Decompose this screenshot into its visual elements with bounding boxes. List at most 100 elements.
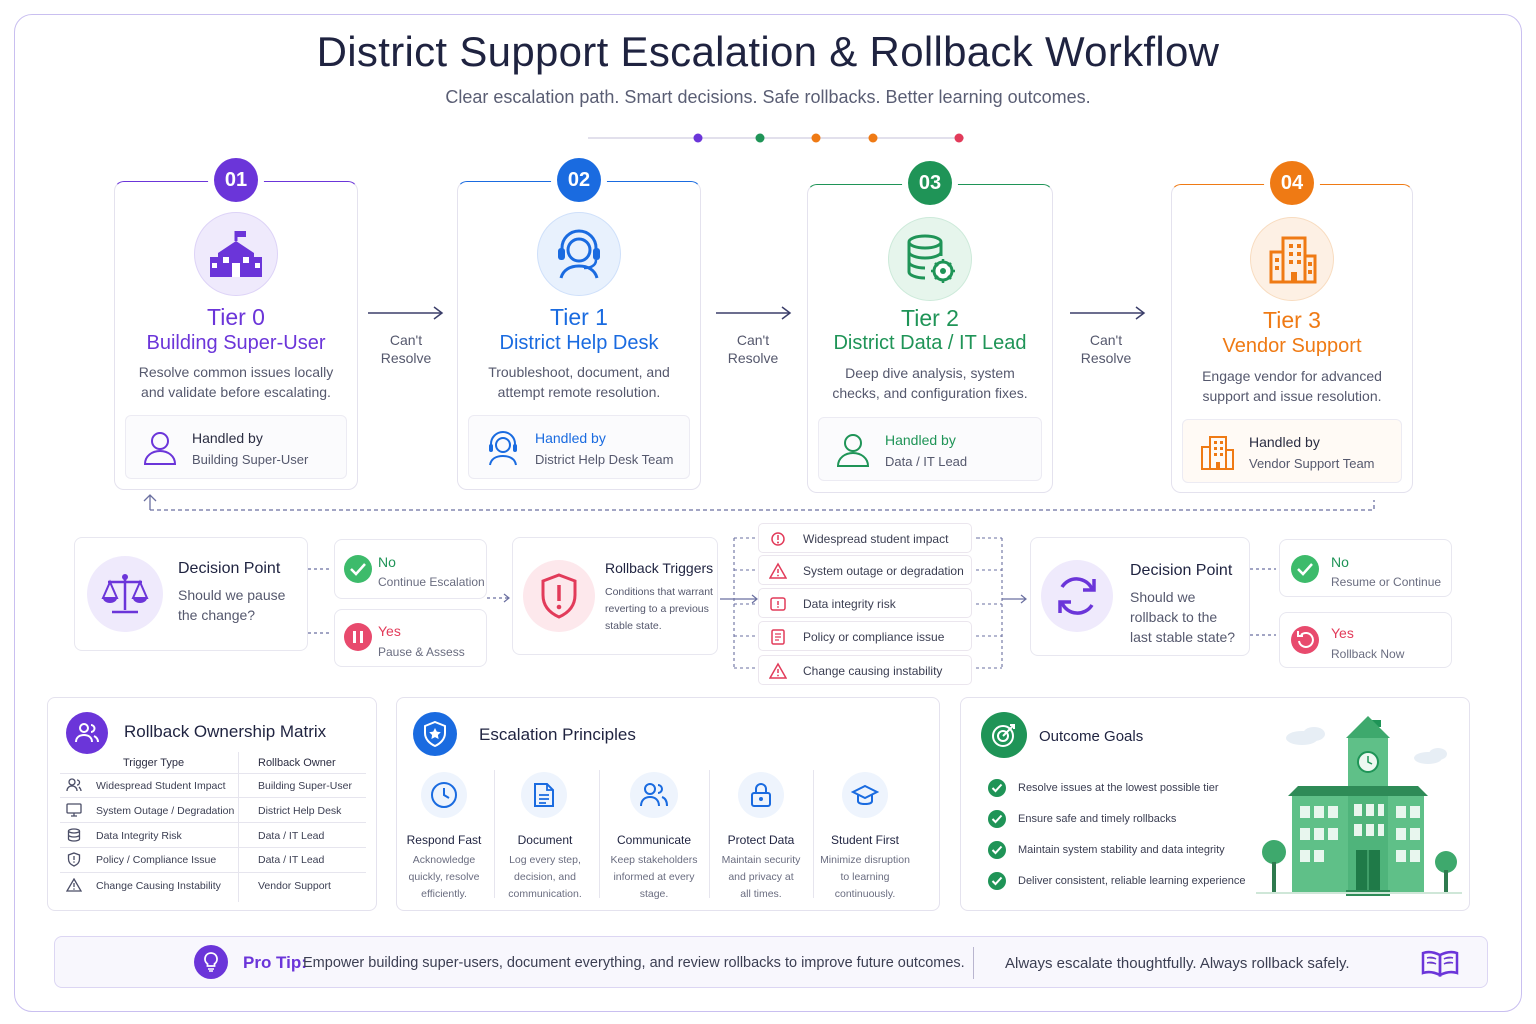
escalation-arrow [368,306,444,320]
user-icon [836,434,870,467]
matrix-cell-trigger: System Outage / Degradation [96,805,235,817]
escalation-principles-panel: Escalation Principles Respond Fast Ackno… [396,697,940,911]
headset-icon [537,212,621,296]
ownership-matrix-panel: Rollback Ownership Matrix Trigger Type R… [47,697,377,911]
undo-circle-icon [1291,626,1319,654]
page-title: District Support Escalation & Rollback W… [316,28,1220,75]
page-subtitle: Clear escalation path. Smart decisions. … [445,87,1091,107]
lightbulb-icon [194,945,228,979]
principle-title: Communicate [616,833,692,847]
tier-description: Troubleshoot, document, and attempt remo… [488,364,670,400]
decision-question: Should we pause the change? [178,587,286,623]
matrix-cell-trigger: Data Integrity Risk [96,830,182,842]
matrix-cell-owner: Building Super-User [258,780,352,792]
principle-desc-line: and privacy at [728,871,794,883]
escalation-arrow [716,306,792,320]
principle-desc-line: Log every step, [509,854,581,866]
tier-name: District Data / IT Lead [833,332,1027,354]
database-icon [67,828,81,842]
option-title: Yes [378,623,401,639]
pro-tip-divider [973,947,974,979]
handled-by-label: Handled by [192,430,263,446]
rollback-triggers-desc: Conditions that warrant reverting to a p… [605,586,713,632]
trigger-item: Data integrity risk [758,588,972,618]
tier-card-1: 02 Tier 1 District Help Desk Troubleshoo… [457,158,701,490]
outcome-goal: Deliver consistent, reliable learning ex… [1018,875,1246,887]
trigger-bracket [720,537,758,669]
tier-name: Vendor Support [1222,335,1362,357]
matrix-cell-trigger: Widespread Student Impact [96,780,226,792]
school-icon [194,212,278,296]
matrix-cell-owner: Vendor Support [258,880,331,892]
option-title: Yes [1331,625,1354,641]
escalation-arrow [1070,306,1146,320]
principle-divider [494,770,495,898]
handled-by-box: Handled by Building Super-User [125,415,347,479]
handled-by-box: Handled by District Help Desk Team [468,415,690,479]
tier-number-badge: 04 [1270,161,1314,205]
matrix-cell-owner: District Help Desk [258,805,342,817]
school-building-illustration [1256,716,1462,896]
tier-description: Engage vendor for advanced support and i… [1202,368,1382,404]
principle-desc-line: Maintain security [721,854,801,866]
book-icon [1421,950,1459,977]
handled-by-value: Vendor Support Team [1249,456,1375,471]
matrix-cell-trigger: Policy / Compliance Issue [96,854,217,866]
outcomes-title: Outcome Goals [1039,728,1144,745]
option-subtitle: Continue Escalation [378,575,485,589]
option-yes-card[interactable]: Yes Rollback Now [1279,612,1452,668]
option-subtitle: Rollback Now [1331,647,1405,661]
decision-question: Should we rollback to the last stable st… [1130,589,1236,645]
principle-desc-line: Keep stakeholders [610,854,698,866]
users-icon [66,778,82,792]
principle-desc-line: quickly, resolve [408,871,480,883]
trigger-text: Change causing instability [803,664,943,678]
tier-label: Tier 3 [1263,307,1321,333]
handled-by-box: Handled by Vendor Support Team [1182,419,1402,483]
principle-divider [709,770,710,898]
principle-title: Document [517,833,573,847]
option-no-card[interactable]: No Resume or Continue [1279,539,1452,597]
decision-title: Decision Point [178,560,281,577]
matrix-col-header: Trigger Type [123,757,185,769]
warning-icon [66,878,82,892]
trigger-item: Policy or compliance issue [758,621,972,651]
tier-label: Tier 0 [207,304,265,330]
option-no-card[interactable]: No Continue Escalation [334,539,487,599]
scale-icon [87,556,163,632]
trigger-item: Widespread student impact [758,523,972,553]
dashed-arrow [487,593,510,603]
dashed-connector [308,568,332,634]
trigger-merge-bracket [974,536,1027,669]
matrix-title: Rollback Ownership Matrix [124,722,327,741]
warning-icon [769,662,787,679]
tier-name: District Help Desk [499,332,659,354]
handled-by-box: Handled by Data / IT Lead [818,417,1042,481]
warning-icon [769,562,787,579]
handled-by-label: Handled by [535,430,606,446]
document-icon [521,772,567,818]
outcome-goal: Ensure safe and timely rollbacks [1018,813,1177,825]
principle-desc-line: communication. [508,888,582,900]
handled-by-label: Handled by [1249,434,1320,450]
check-circle-icon [344,555,372,583]
handled-by-value: Data / IT Lead [885,454,968,469]
decision-point-card: Decision Point Should we rollback to the… [1030,537,1250,656]
tier-number-badge: 02 [557,158,601,202]
matrix-divider [60,797,366,798]
principle-desc-line: continuously. [834,888,896,900]
tier-card-3: 04 Tier 3 Vendor Support Engage vendor f… [1171,161,1413,493]
cant-resolve-label: Can't Resolve [380,332,432,366]
outcome-goal: Maintain system stability and data integ… [1018,844,1225,856]
option-subtitle: Pause & Assess [378,645,465,659]
decision-point-card: Decision Point Should we pause the chang… [74,537,308,651]
slogan-text: Always escalate thoughtfully. Always rol… [1005,955,1350,972]
option-yes-card[interactable]: Yes Pause & Assess [334,609,487,667]
matrix-cell-owner: Data / IT Lead [258,830,325,842]
building-icon [1250,217,1334,301]
dashed-connector [1250,568,1276,636]
handled-by-label: Handled by [885,432,956,448]
matrix-col-divider [238,752,239,902]
cant-resolve-label: Can't Resolve [1080,332,1132,366]
shield-alert-icon [523,560,595,632]
